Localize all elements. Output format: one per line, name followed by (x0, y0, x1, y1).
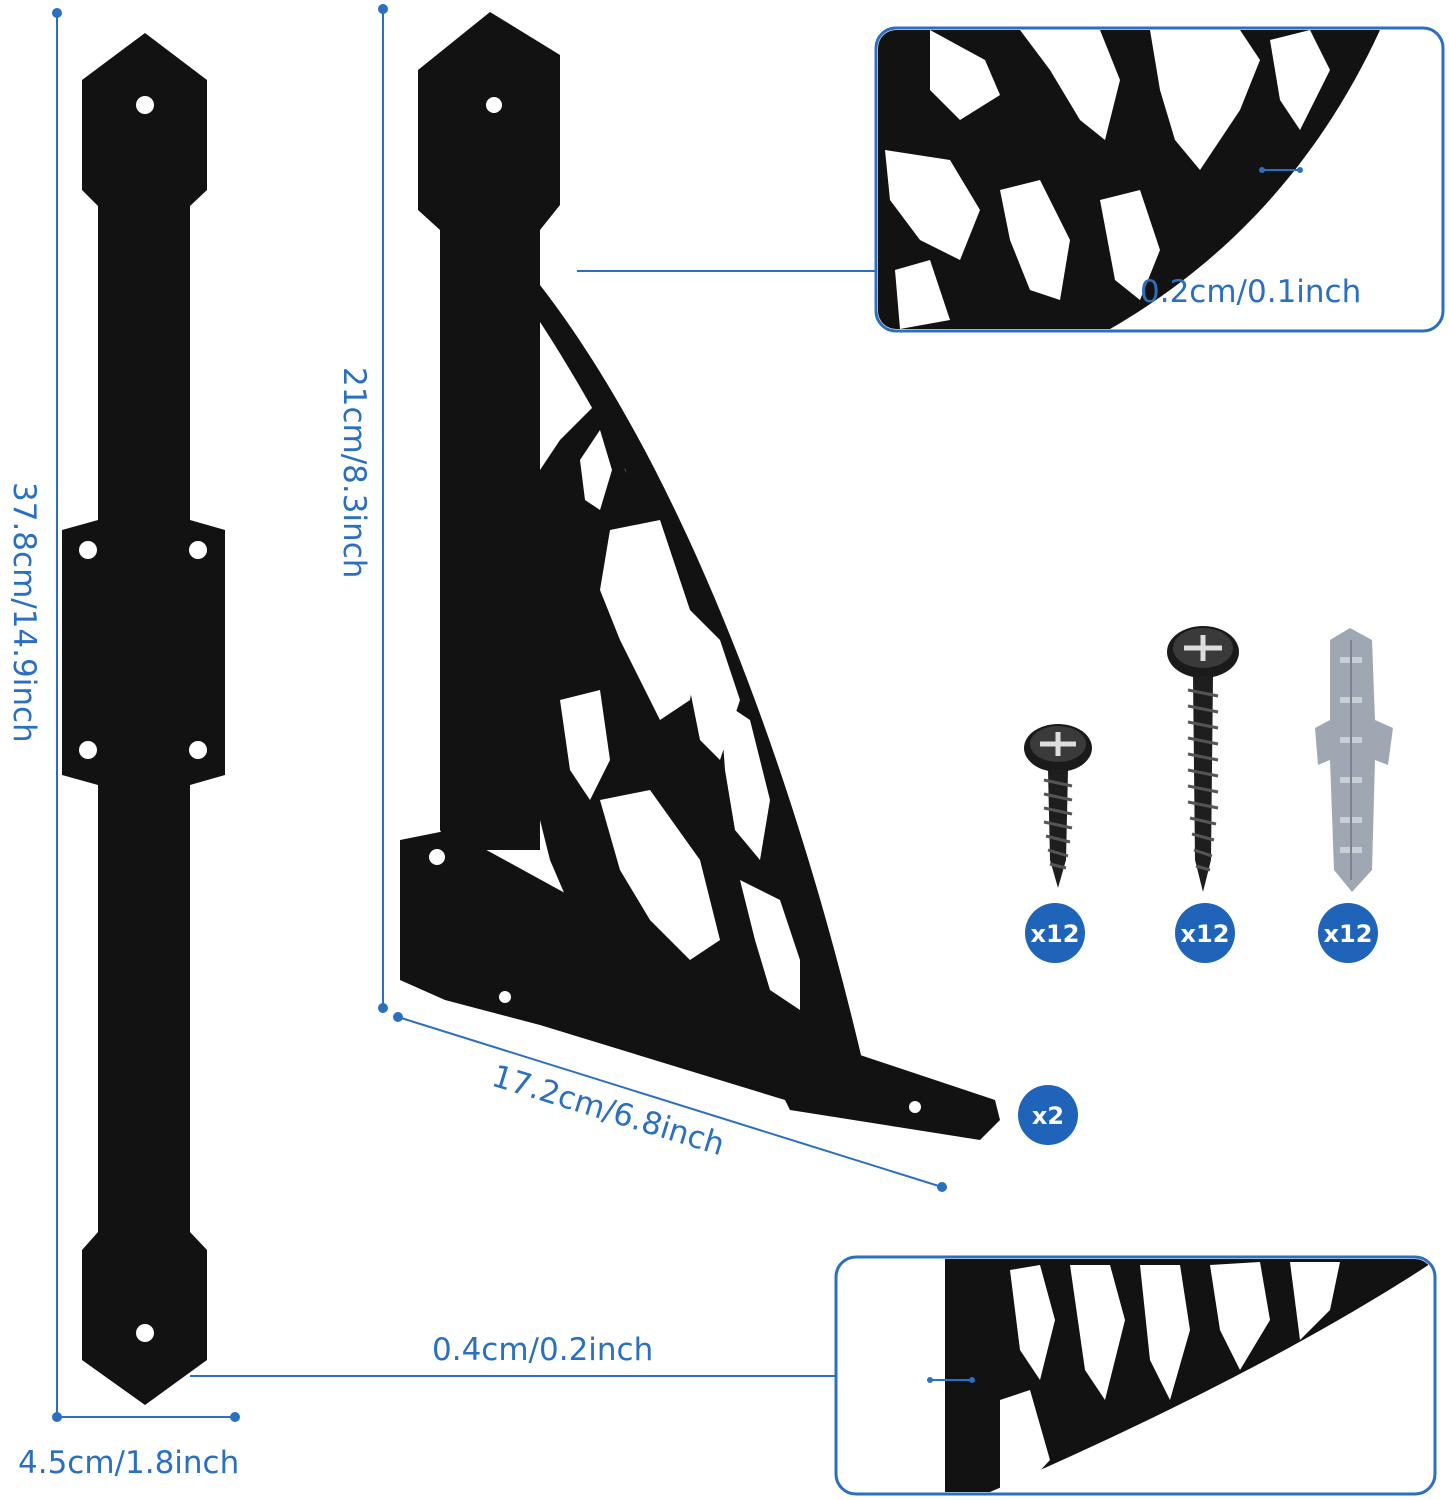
short-screw-quantity: x12 (1031, 920, 1080, 948)
long-screw-icon (1167, 626, 1239, 892)
strap-width-dimension: 4.5cm/1.8inch (18, 1412, 240, 1481)
bracket-height-dimension: 21cm/8.3inch (336, 4, 388, 1013)
plate-thickness-inset (834, 1255, 1437, 1496)
long-screw-quantity-badge: x12 (1175, 903, 1235, 963)
edge-thickness-inset: 0.2cm/0.1inch (874, 26, 1445, 333)
bracket-quantity-label: x2 (1032, 1102, 1064, 1130)
strap-length-dimension: 37.8cm/14.9inch (6, 8, 62, 1422)
long-screw-quantity: x12 (1181, 920, 1230, 948)
plate-thickness-label: 0.4cm/0.2inch (432, 1332, 653, 1368)
shelf-bracket (400, 12, 1000, 1140)
edge-thickness-label: 0.2cm/0.1inch (1140, 274, 1361, 310)
bracket-depth-label: 17.2cm/6.8inch (488, 1058, 729, 1163)
anchor-quantity: x12 (1324, 920, 1373, 948)
wall-anchor-icon (1315, 628, 1393, 892)
strap-bar (62, 33, 225, 1405)
strap-length-label: 37.8cm/14.9inch (6, 482, 42, 743)
short-screw-quantity-badge: x12 (1025, 903, 1085, 963)
anchor-quantity-badge: x12 (1318, 903, 1378, 963)
short-screw-icon (1024, 724, 1092, 888)
strap-width-label: 4.5cm/1.8inch (18, 1445, 239, 1481)
bracket-height-label: 21cm/8.3inch (336, 367, 372, 578)
bracket-quantity-badge: x2 (1018, 1085, 1078, 1145)
